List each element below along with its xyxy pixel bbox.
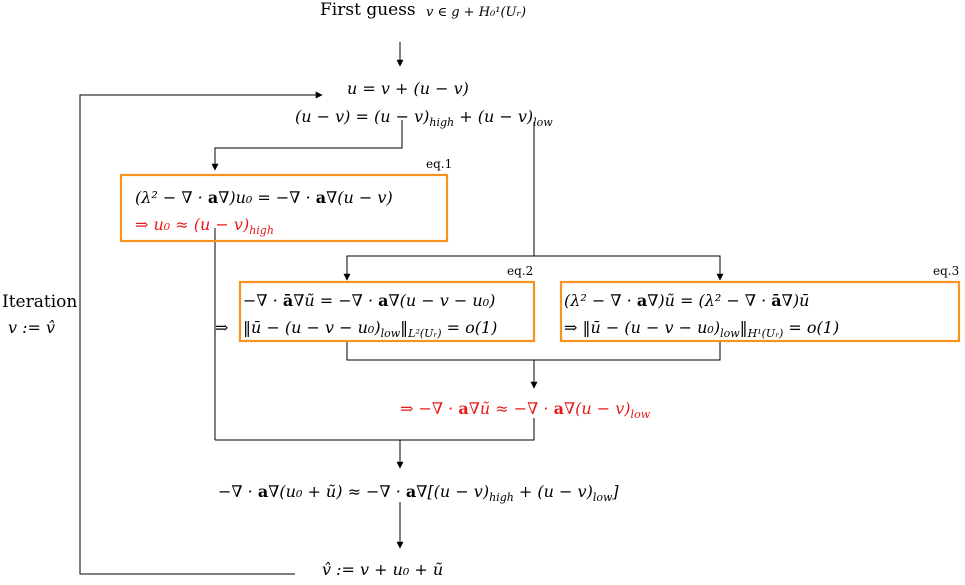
decomposition-line1: u = v + (u − v) <box>347 79 469 98</box>
first-guess-formula: v ∈ g + H₀¹(Uᵣ) <box>426 5 526 20</box>
connectors <box>79 42 724 575</box>
eq2-arrow: ⇒ <box>215 318 228 337</box>
update-equation: v̂ := v + u₀ + ũ <box>322 560 443 579</box>
eq2-line1: −∇ · ā∇ũ = −∇ · a∇(u − v − u₀) <box>243 291 495 310</box>
eq2-line2: ‖ū − (u − v − u₀)low‖L²(Uᵣ) = o(1) <box>243 318 497 340</box>
decomposition-line2: (u − v) = (u − v)high + (u − v)low <box>295 107 553 129</box>
eq1-line2: ⇒ u₀ ≈ (u − v)high <box>135 215 274 237</box>
eq3-box <box>559 280 961 343</box>
approx-low-result: ⇒ −∇ · a∇ũ ≈ −∇ · a∇(u − v)low <box>400 399 651 421</box>
line-eq2-eq3-merge <box>346 342 721 361</box>
eq2-tag: eq.2 <box>507 264 533 278</box>
eq2-box <box>238 280 536 343</box>
eq1-line1: (λ² − ∇ · a∇)u₀ = −∇ · a∇(u − v) <box>135 188 393 207</box>
arrow-split-to-eq2 <box>343 255 534 281</box>
eq3-tag: eq.3 <box>933 264 959 278</box>
eq3-line1: (λ² − ∇ · a∇)ũ = (λ² − ∇ · ā∇)ū <box>564 291 809 310</box>
iteration-label: Iteration <box>2 292 77 312</box>
arrow-split-to-eq3 <box>534 255 724 281</box>
arrow-iteration-loop <box>79 91 323 575</box>
iteration-assign: v := v̂ <box>8 318 55 337</box>
line-approx-down <box>215 418 535 441</box>
first-guess-label: First guess <box>320 0 416 20</box>
eq1-tag: eq.1 <box>426 157 452 171</box>
eq1-box <box>119 173 449 243</box>
arrow-decomposition-to-eq1 <box>211 120 403 171</box>
combined-equation: −∇ · a∇(u₀ + ũ) ≈ −∇ · a∇[(u − v)high + … <box>218 482 619 504</box>
eq3-line2: ⇒ ‖ū − (u − v − u₀)low‖H¹(Uᵣ) = o(1) <box>564 318 839 340</box>
